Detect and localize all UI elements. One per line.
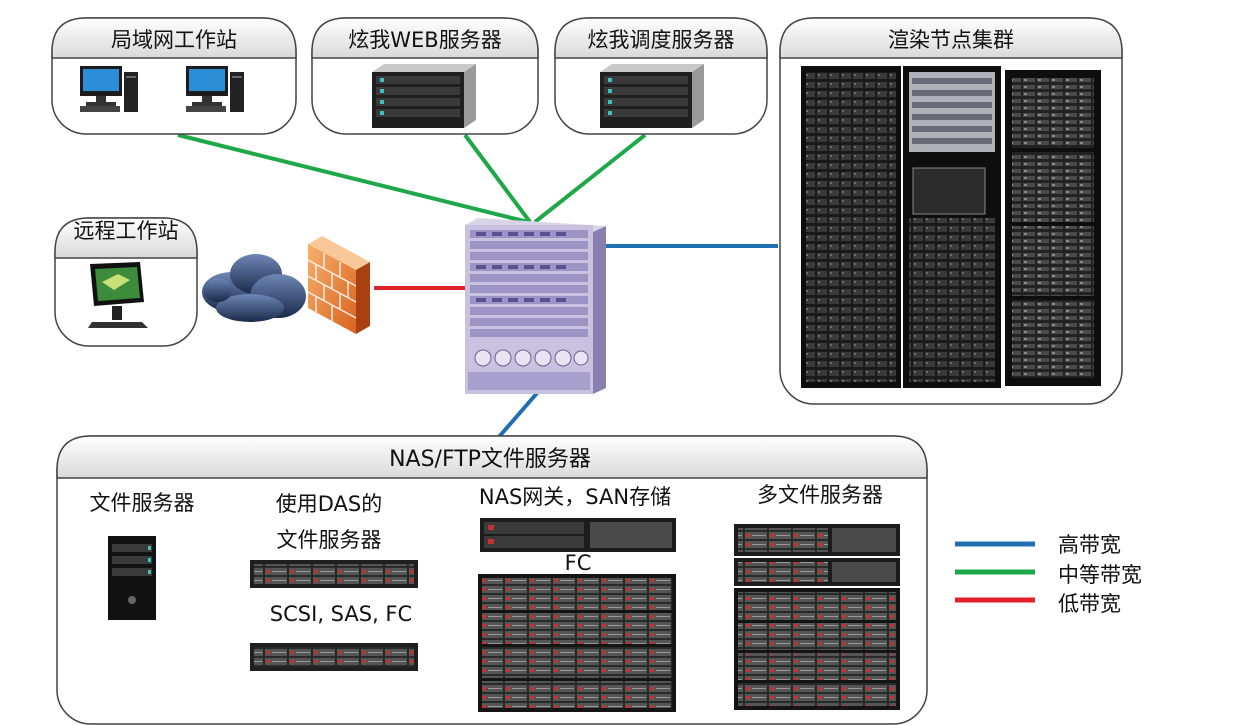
group-title-scheduler: 炫我调度服务器 <box>588 28 735 52</box>
switch-chassis-icon <box>465 218 606 394</box>
server-icon <box>734 558 900 586</box>
disk-array-icon <box>250 643 418 671</box>
server-rack-icon <box>801 66 901 388</box>
server-icon <box>600 64 704 128</box>
group-remote-workstation: 远程工作站 <box>54 217 198 347</box>
group-scheduler-server: 炫我调度服务器 <box>554 17 768 135</box>
label-multi: 多文件服务器 <box>757 483 883 507</box>
group-title-nas: NAS/FTP文件服务器 <box>389 447 591 472</box>
server-rack-icon <box>1005 70 1101 386</box>
group-render-cluster: 渲染节点集群 <box>779 17 1123 405</box>
storage-das: 使用DAS的 文件服务器 SCSI, SAS, FC <box>250 492 418 671</box>
server-icon <box>372 64 476 128</box>
legend-label-low: 低带宽 <box>1058 592 1121 616</box>
firewall-icon <box>307 236 370 334</box>
group-title-render: 渲染节点集群 <box>888 28 1014 52</box>
disk-array-icon <box>478 574 676 712</box>
label-file-server: 文件服务器 <box>90 491 195 515</box>
server-icon <box>480 518 676 552</box>
legend-item-low: 低带宽 <box>955 592 1121 616</box>
connections <box>177 133 778 440</box>
label-das-interfaces: SCSI, SAS, FC <box>270 602 412 626</box>
cloud-icon <box>202 254 306 322</box>
storage-multi-file-servers: 多文件服务器 <box>734 483 900 710</box>
disk-array-icon <box>250 560 418 588</box>
group-lan-workstations: 局域网工作站 <box>51 17 297 135</box>
desktop-pc-icon <box>80 66 138 112</box>
storage-nas-gateway-san: NAS网关，SAN存储 FC <box>478 485 676 712</box>
group-title-lan: 局域网工作站 <box>111 28 237 52</box>
legend-item-high: 高带宽 <box>955 533 1121 557</box>
link-switch-nas <box>496 390 540 440</box>
desktop-pc-icon <box>186 66 244 112</box>
label-das-line1: 使用DAS的 <box>276 492 383 516</box>
disk-array-icon <box>734 588 900 710</box>
link-sched-switch <box>533 133 647 224</box>
server-icon <box>734 524 900 556</box>
server-rack-icon <box>903 66 1001 388</box>
label-nas-gateway: NAS网关，SAN存储 <box>479 485 671 509</box>
desktop-pc-icon <box>88 262 148 328</box>
tower-server-icon <box>108 536 156 620</box>
link-web-switch <box>463 133 532 224</box>
group-title-remote: 远程工作站 <box>74 219 179 243</box>
group-title-web: 炫我WEB服务器 <box>348 28 501 52</box>
storage-file-server: 文件服务器 <box>90 491 195 620</box>
legend-label-medium: 中等带宽 <box>1058 563 1142 587</box>
link-lan-switch <box>177 133 529 224</box>
legend: 高带宽 中等带宽 低带宽 <box>955 533 1142 616</box>
group-web-server: 炫我WEB服务器 <box>311 17 539 135</box>
legend-item-medium: 中等带宽 <box>955 563 1142 587</box>
label-das-line2: 文件服务器 <box>277 528 382 552</box>
legend-label-high: 高带宽 <box>1058 533 1121 557</box>
label-fc: FC <box>565 551 592 575</box>
